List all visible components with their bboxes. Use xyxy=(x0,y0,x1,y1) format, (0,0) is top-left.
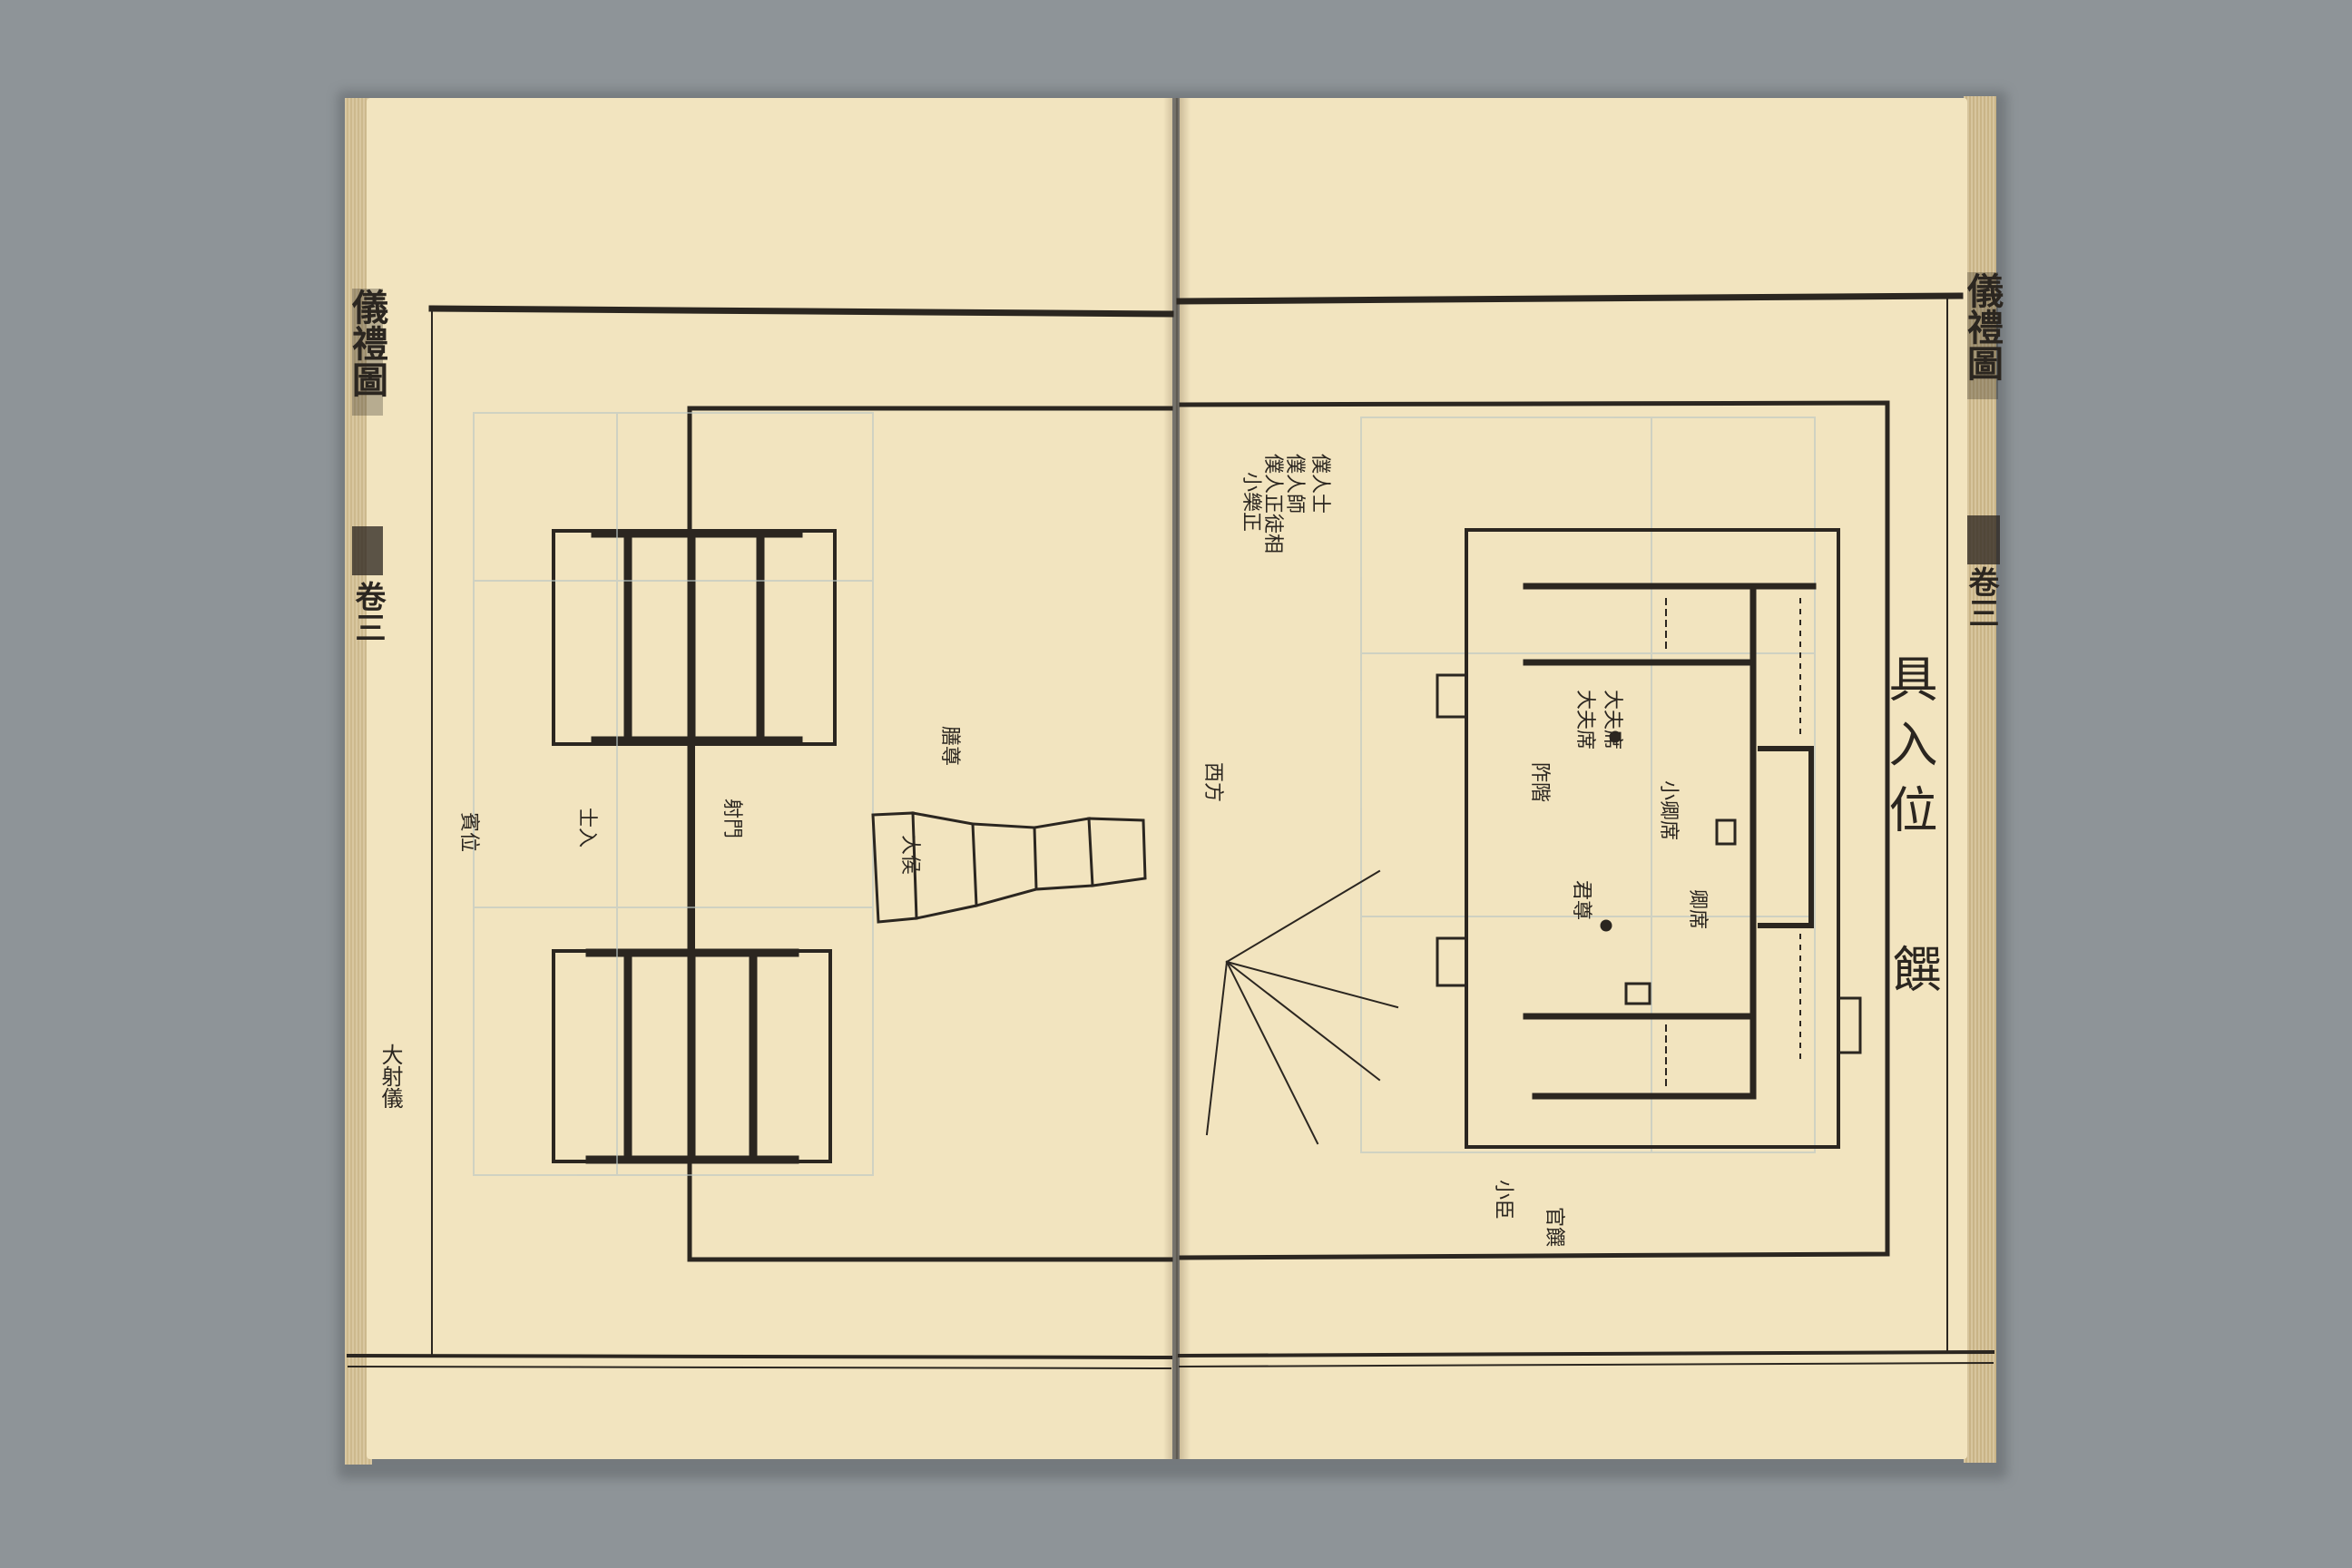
svg-text:士入: 士入 xyxy=(575,808,598,848)
svg-text:小樂正: 小樂正 xyxy=(1240,472,1262,532)
court-frame-right xyxy=(1179,400,1890,1260)
svg-text:小臣: 小臣 xyxy=(1492,1180,1514,1220)
left-bottom-rule xyxy=(346,1353,1173,1360)
left-margin-title: 儀禮圖 xyxy=(346,289,388,397)
svg-text:膳尊: 膳尊 xyxy=(938,726,961,766)
left-page xyxy=(367,98,1172,1459)
left-top-rule xyxy=(428,305,1174,318)
svg-text:僕人士: 僕人士 xyxy=(1308,454,1331,514)
right-volume-mark: 卷三 xyxy=(1963,566,1999,628)
svg-text:賓位: 賓位 xyxy=(457,812,480,852)
main-hall xyxy=(1465,528,1840,1149)
right-page xyxy=(1180,98,1967,1459)
svg-text:君尊: 君尊 xyxy=(1570,880,1592,920)
svg-text:卿席: 卿席 xyxy=(1686,889,1709,929)
diagram-title: 具入位 xyxy=(1880,653,1937,849)
diagram-subtitle: 饌 xyxy=(1884,944,1941,993)
svg-text:官饌: 官饌 xyxy=(1543,1207,1565,1247)
right-page-edge xyxy=(1964,96,1996,1463)
right-top-rule xyxy=(1176,292,1964,305)
svg-text:小卿席: 小卿席 xyxy=(1657,780,1680,840)
svg-text:西方: 西方 xyxy=(1201,762,1224,802)
right-margin-title: 儀禮圖 xyxy=(1961,272,2004,381)
svg-text:射門: 射門 xyxy=(720,799,743,838)
svg-text:大侯: 大侯 xyxy=(898,835,921,875)
svg-text:大夫席: 大夫席 xyxy=(1601,690,1623,750)
left-volume-mark: 卷三 xyxy=(349,581,386,642)
svg-text:阼階: 阼階 xyxy=(1528,762,1551,802)
court-frame-left xyxy=(687,406,1173,1262)
svg-text:僕人師: 僕人師 xyxy=(1283,454,1306,514)
right-bottom-rule xyxy=(1177,1349,1995,1358)
svg-text:大夫席: 大夫席 xyxy=(1573,690,1596,750)
left-chapter-mark: 大射儀 xyxy=(377,1044,403,1109)
svg-text:僕人正徒相: 僕人正徒相 xyxy=(1261,454,1284,554)
book-gutter xyxy=(1163,98,1191,1459)
